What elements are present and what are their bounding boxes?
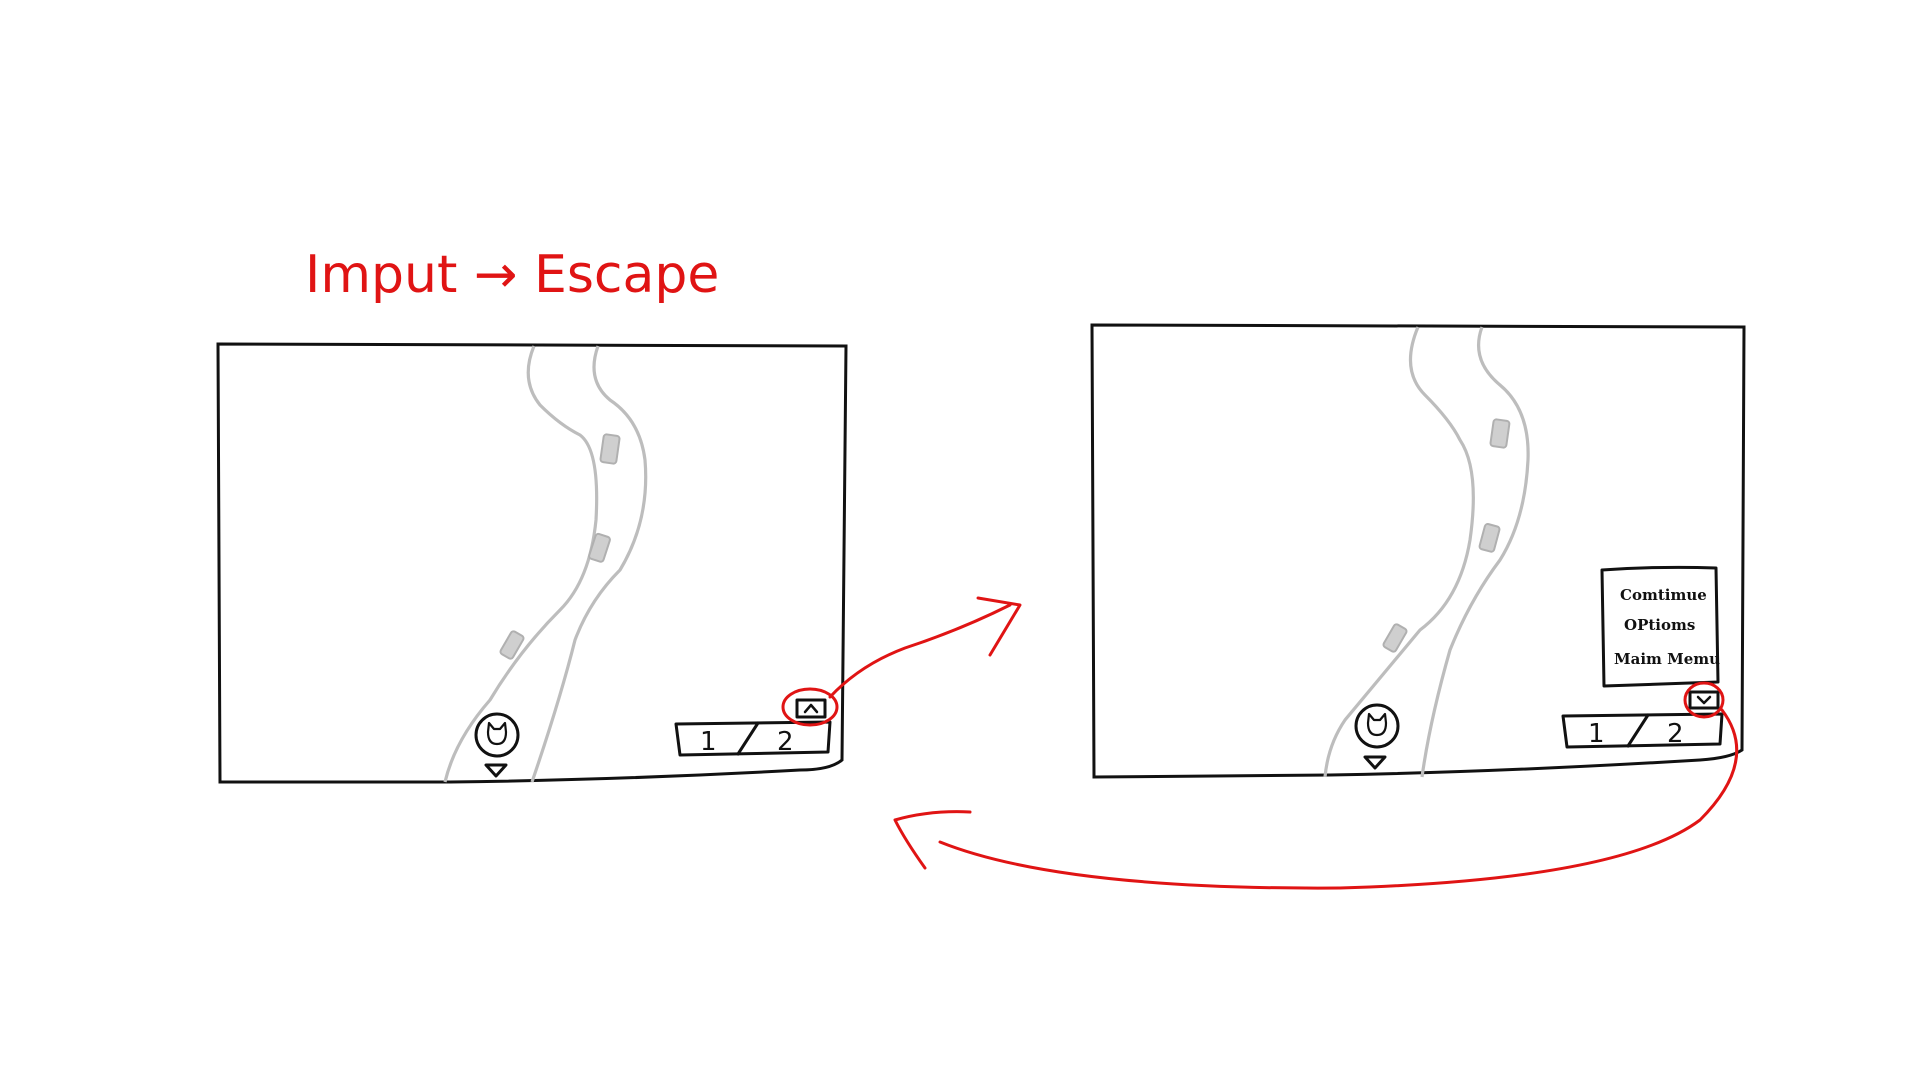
hotbar: 1 2 (674, 720, 832, 757)
car (1489, 418, 1511, 449)
car (1382, 623, 1408, 653)
car (588, 532, 611, 563)
car (499, 630, 525, 660)
chevron-up-icon (795, 698, 827, 719)
menu-toggle-button[interactable] (795, 698, 827, 719)
car (599, 433, 621, 465)
hotbar-slot-1[interactable]: 1 (1588, 719, 1605, 749)
screen-right: 1 2 Comtimue OPtioms Maim Memu (1090, 323, 1746, 779)
hotbar-slot-2[interactable]: 2 (777, 727, 794, 757)
hotbar: 1 2 (1561, 712, 1724, 749)
car (1478, 523, 1501, 553)
highlight-circle-up (781, 687, 839, 727)
player-marker (1354, 703, 1400, 770)
road-left-edge (1323, 326, 1475, 778)
arrowhead-left (893, 810, 972, 870)
flow-arrows (828, 596, 1739, 890)
cat-face-icon (1354, 703, 1400, 749)
menu-item-options[interactable]: OPtioms (1624, 616, 1695, 634)
chevron-down-icon (1688, 690, 1720, 710)
arrowhead-right (976, 596, 1022, 657)
annotation-title: Imput → Escape (305, 245, 719, 305)
screen-left-frame (216, 342, 848, 784)
player-marker (474, 712, 520, 778)
player-direction-triangle (484, 763, 508, 778)
road-left-edge (443, 345, 599, 783)
screen-right-frame (1090, 323, 1746, 779)
arrow-back-to-left-screen (938, 708, 1739, 890)
menu-toggle-button[interactable] (1688, 690, 1720, 710)
pause-menu-panel (1600, 565, 1720, 688)
menu-item-continue[interactable]: Comtimue (1620, 586, 1707, 604)
hotbar-slot-1[interactable]: 1 (700, 727, 717, 757)
pause-menu: Comtimue OPtioms Maim Memu (1600, 565, 1720, 688)
hotbar-slot-2[interactable]: 2 (1667, 719, 1684, 749)
road-right-edge (1420, 326, 1530, 778)
arrow-to-right-screen (828, 603, 1012, 699)
highlight-circle-down (1683, 681, 1725, 719)
cat-face-icon (474, 712, 520, 758)
player-direction-triangle (1363, 755, 1387, 770)
road-right-edge (530, 345, 648, 783)
menu-item-main-menu[interactable]: Maim Memu (1614, 650, 1720, 668)
screen-left: 1 2 (216, 342, 848, 784)
